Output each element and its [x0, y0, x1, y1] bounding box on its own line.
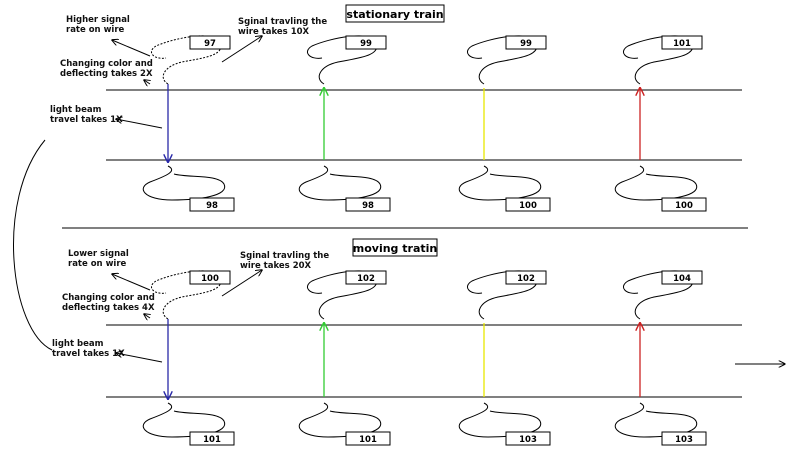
signal-rate-arrow: [112, 274, 151, 291]
bottom-wire-loop: [298, 402, 382, 438]
signal-rate-note: rate on wire: [66, 25, 125, 35]
top-counter-box: [505, 270, 547, 285]
beam-travel-arrow: [116, 119, 163, 129]
bottom-wire-loop: [142, 402, 226, 438]
top-counter-box: [505, 35, 547, 50]
frame: 99 98: [262, 35, 426, 212]
frame: 97 98: [106, 35, 270, 212]
bottom-wire-loop: [614, 165, 698, 201]
bottom-counter: 103: [675, 435, 693, 445]
beam-travel-note: light beam: [52, 339, 104, 349]
wire-travel-note: Sginal travling the: [240, 251, 329, 261]
bottom-counter: 100: [675, 201, 693, 211]
bottom-counter: 100: [519, 201, 537, 211]
signal-rate-note: Higher signal: [66, 15, 130, 25]
left-connector-curve: [13, 139, 53, 351]
deflect-note: Changing color and: [60, 59, 153, 69]
bottom-counter: 101: [359, 435, 377, 445]
wire-travel-note: wire takes 20X: [240, 261, 312, 271]
signal-rate-arrow: [112, 40, 151, 57]
top-counter: 100: [201, 274, 219, 284]
bottom-counter-box: [345, 431, 391, 446]
frame: 99 100: [422, 35, 586, 212]
top-counter-box: [661, 270, 703, 285]
deflect-arrow: [144, 314, 150, 318]
wire-travel-note: wire takes 10X: [238, 27, 310, 37]
beam-travel-note: travel takes 1X: [52, 349, 125, 359]
bottom-counter-box: [661, 431, 707, 446]
bottom-counter-box: [189, 431, 235, 446]
deflect-note: Changing color and: [62, 293, 155, 303]
top-counter-box: [189, 35, 231, 50]
bottom-wire-loop: [458, 165, 542, 201]
beam-travel-note: light beam: [50, 105, 102, 115]
frame: 102 103: [422, 270, 586, 446]
top-counter-box: [345, 35, 387, 50]
top-counter-box: [345, 270, 387, 285]
bottom-counter: 98: [206, 201, 218, 211]
top-counter: 99: [360, 39, 372, 49]
bottom-counter: 98: [362, 201, 374, 211]
bottom-counter: 103: [519, 435, 537, 445]
wire-travel-note: Sginal travling the: [238, 17, 327, 27]
bottom-counter-box: [505, 197, 551, 212]
frame: 102 101: [262, 270, 426, 446]
row-title-box: [345, 4, 445, 23]
wire-travel-arrow: [221, 270, 262, 297]
beam-travel-arrow: [116, 353, 163, 363]
row-title: moving tratin: [353, 242, 437, 255]
row-stationary: stationary train 97 98 99 98 99 100 101 100 Highe…: [50, 4, 742, 212]
bottom-counter-box: [505, 431, 551, 446]
bottom-counter-box: [661, 197, 707, 212]
top-counter: 97: [204, 39, 216, 49]
bottom-wire-loop: [614, 402, 698, 438]
bottom-wire-loop: [458, 402, 542, 438]
deflect-arrow: [144, 80, 150, 84]
signal-rate-note: rate on wire: [68, 259, 127, 269]
bottom-counter-box: [345, 197, 391, 212]
top-counter: 99: [520, 39, 532, 49]
deflect-note: deflecting takes 4X: [62, 303, 155, 313]
signal-rate-note: Lower signal: [68, 249, 129, 259]
beam-travel-note: travel takes 1X: [50, 115, 123, 125]
bottom-wire-loop: [142, 165, 226, 201]
top-wire-loop: [151, 270, 222, 320]
top-wire-loop: [151, 35, 222, 85]
top-counter: 102: [357, 274, 375, 284]
top-counter: 102: [517, 274, 535, 284]
wire-travel-arrow: [221, 36, 262, 63]
row-title-box: [352, 238, 438, 257]
top-counter: 104: [673, 274, 691, 284]
frame: 101 100: [578, 35, 742, 212]
top-counter-box: [189, 270, 231, 285]
top-counter-box: [661, 35, 703, 50]
frame: 100 101: [106, 270, 270, 446]
row-title: stationary train: [346, 8, 443, 21]
row-moving: moving tratin 100 101 102 101 102 103 104 103 Low…: [52, 238, 742, 446]
deflect-note: deflecting takes 2X: [60, 69, 153, 79]
bottom-wire-loop: [298, 165, 382, 201]
bottom-counter-box: [189, 197, 235, 212]
top-counter: 101: [673, 39, 691, 49]
frame: 104 103: [578, 270, 742, 446]
bottom-counter: 101: [203, 435, 221, 445]
